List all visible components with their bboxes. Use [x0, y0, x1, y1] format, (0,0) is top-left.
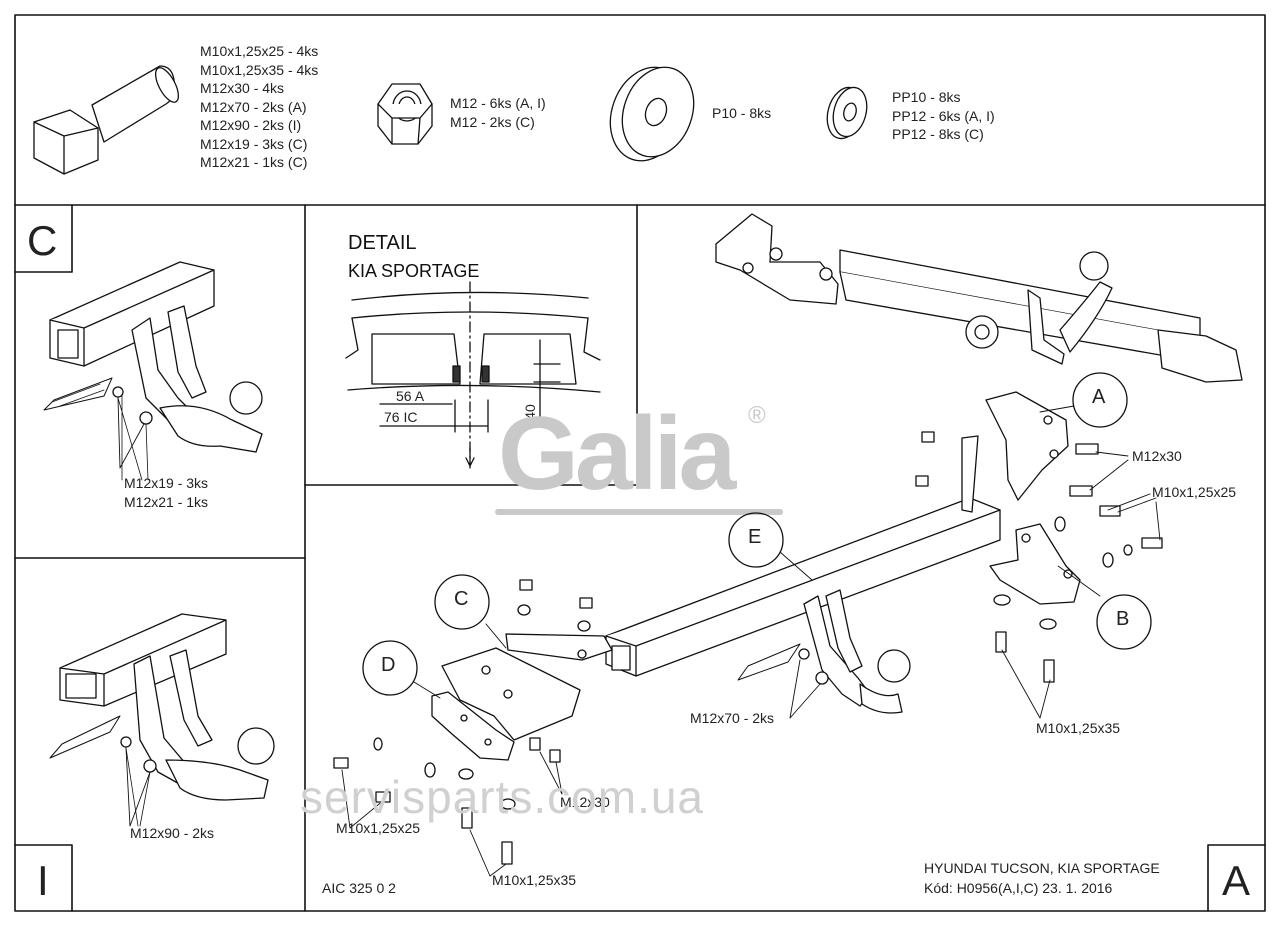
label-m12x70: M12x70 - 2ks	[690, 710, 775, 726]
callout-d: D	[381, 654, 396, 676]
list-item: M12x19 - 3ks	[124, 475, 209, 491]
dimension-76: 76 IC	[384, 409, 418, 425]
assembly-view	[715, 213, 1243, 383]
callout-c: C	[454, 588, 469, 610]
registered-mark: ®	[748, 402, 766, 429]
brand-logo: Galia	[498, 396, 736, 512]
large-washer-icon	[609, 66, 695, 162]
bolt-list: M10x1,25x25 - 4ks M10x1,25x35 - 4ks M12x…	[200, 42, 318, 172]
panel-a-letter: A	[1222, 857, 1251, 904]
callout-a: A	[1092, 386, 1106, 408]
detail-title: DETAIL	[348, 232, 417, 254]
panel-c-bolts: M12x19 - 3ks M12x21 - 1ks	[124, 474, 208, 511]
callout-e: E	[748, 526, 762, 548]
list-item: M12x19 - 3ks (C)	[200, 135, 308, 152]
detail-subtitle: KIA SPORTAGE	[348, 261, 480, 281]
drawing-code: AIC 325 0 2	[322, 880, 396, 896]
list-item: M12 - 2ks (C)	[450, 113, 535, 130]
frame	[14, 14, 1266, 912]
list-item: PP12 - 8ks (C)	[892, 126, 984, 142]
part-code-date: Kód: H0956(A,I,C) 23. 1. 2016	[924, 880, 1113, 896]
callout-b: B	[1116, 608, 1130, 630]
watermark: servisparts.com.ua	[300, 771, 705, 823]
label-m10x25-left: M10x1,25x25	[336, 820, 421, 836]
leader-lines	[117, 397, 1161, 877]
label-m12x30-right: M12x30	[1132, 448, 1182, 464]
list-item: M12x21 - 1ks	[124, 493, 209, 510]
nut-list: M12 - 6ks (A, I) M12 - 2ks (C)	[450, 94, 546, 131]
list-item: P10 - 8ks	[712, 105, 772, 121]
list-item: M12x30 - 4ks	[200, 80, 285, 96]
label-m10x25-right: M10x1,25x25	[1152, 484, 1237, 500]
list-item: M12 - 6ks (A, I)	[450, 95, 546, 111]
list-item: PP12 - 6ks (A, I)	[892, 107, 995, 124]
small-washer-icon	[826, 86, 868, 140]
list-item: M12x21 - 1ks (C)	[200, 154, 308, 170]
list-item: M10x1,25x35 - 4ks	[200, 61, 319, 78]
label-m10x35-right: M10x1,25x35	[1036, 720, 1121, 736]
list-item: PP10 - 8ks	[892, 89, 961, 105]
panel-c-drawing	[43, 261, 263, 481]
panel-i-bolts: M12x90 - 2ks	[130, 825, 215, 841]
list-item: M12x70 - 2ks (A)	[200, 98, 307, 115]
list-item: M12x90 - 2ks (I)	[200, 117, 302, 133]
callout-circles	[362, 372, 1152, 696]
bolt-icon	[33, 65, 180, 175]
panel-c-letter: C	[27, 217, 58, 264]
label-m10x35-left: M10x1,25x35	[492, 872, 577, 888]
nut-icon	[377, 83, 433, 145]
label-m12x30-left: M12x30	[560, 794, 610, 810]
panel-i-letter: I	[37, 857, 49, 904]
dimension-56: 56 A	[396, 388, 425, 404]
large-washer-list: P10 - 8ks	[712, 104, 771, 123]
small-washer-list: PP10 - 8ks PP12 - 6ks (A, I) PP12 - 8ks …	[892, 88, 995, 144]
list-item: M10x1,25x25 - 4ks	[200, 43, 319, 59]
detail-drawing	[345, 281, 601, 469]
panel-i-drawing	[49, 613, 275, 827]
exploded-view	[333, 391, 1163, 865]
vehicle-title: HYUNDAI TUCSON, KIA SPORTAGE	[924, 860, 1160, 876]
